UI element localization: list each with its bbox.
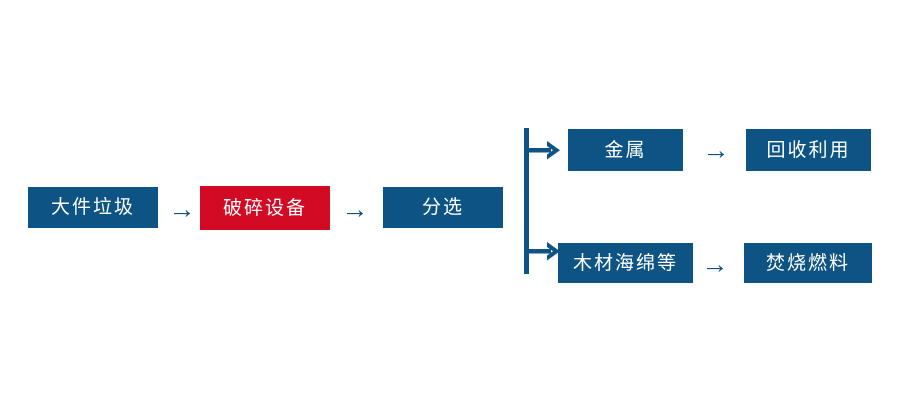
node-bulky-waste[interactable]: 大件垃圾 xyxy=(28,187,158,228)
node-wood-sponge-etc[interactable]: 木材海绵等 xyxy=(558,243,693,283)
node-crushing-equipment[interactable]: 破碎设备 xyxy=(200,186,330,230)
node-incineration-fuel[interactable]: 焚烧燃料 xyxy=(744,243,872,283)
node-recycling-reuse[interactable]: 回收利用 xyxy=(746,129,871,171)
node-sorting[interactable]: 分选 xyxy=(383,187,503,228)
arrow-right-icon-crusher-to-sorting: → xyxy=(341,193,369,224)
sorting-split-bracket-icon xyxy=(518,122,566,280)
arrow-right-icon-wood-to-fuel: → xyxy=(701,248,729,279)
node-metal[interactable]: 金属 xyxy=(568,129,683,171)
arrow-right-icon-waste-to-crusher: → xyxy=(168,193,196,224)
arrow-right-icon-metal-to-recycle: → xyxy=(702,134,730,165)
